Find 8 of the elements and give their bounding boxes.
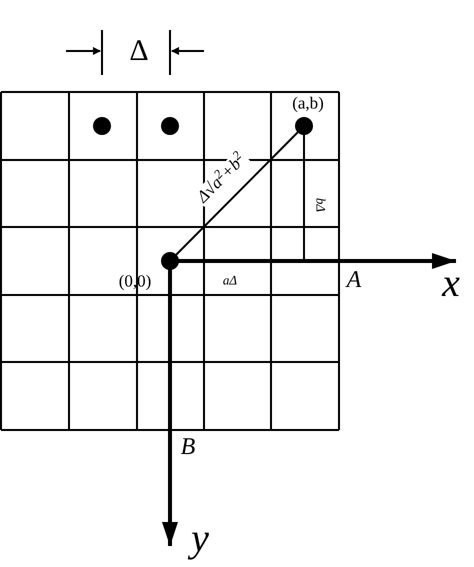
- math-label: x: [442, 263, 460, 303]
- coordinate-label: (a,b): [292, 94, 324, 112]
- math-label: A: [346, 268, 362, 292]
- math-label: Δ: [129, 36, 149, 66]
- math-label: aΔ: [222, 274, 238, 286]
- math-label: bΔ: [314, 198, 328, 212]
- math-label: B: [180, 435, 196, 459]
- connector-line: [176, 132, 298, 256]
